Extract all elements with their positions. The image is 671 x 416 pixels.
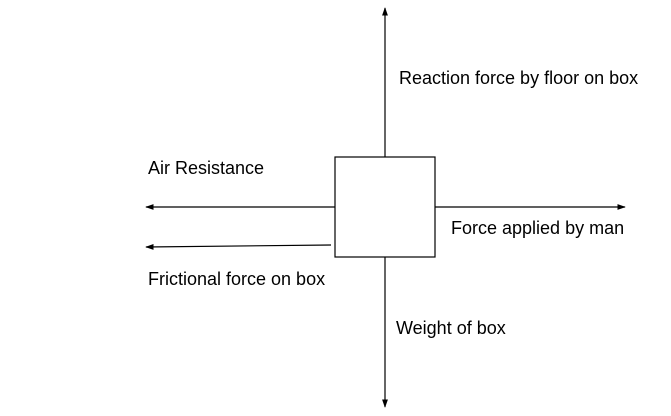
weight-label: Weight of box	[396, 318, 506, 338]
box	[334, 156, 436, 258]
air-resistance-label: Air Resistance	[148, 158, 264, 178]
frictional-force-label: Frictional force on box	[148, 269, 325, 289]
applied-force-label: Force applied by man	[451, 218, 624, 238]
frictional-force-arrow	[145, 243, 332, 250]
reaction-force-label: Reaction force by floor on box	[399, 68, 638, 88]
